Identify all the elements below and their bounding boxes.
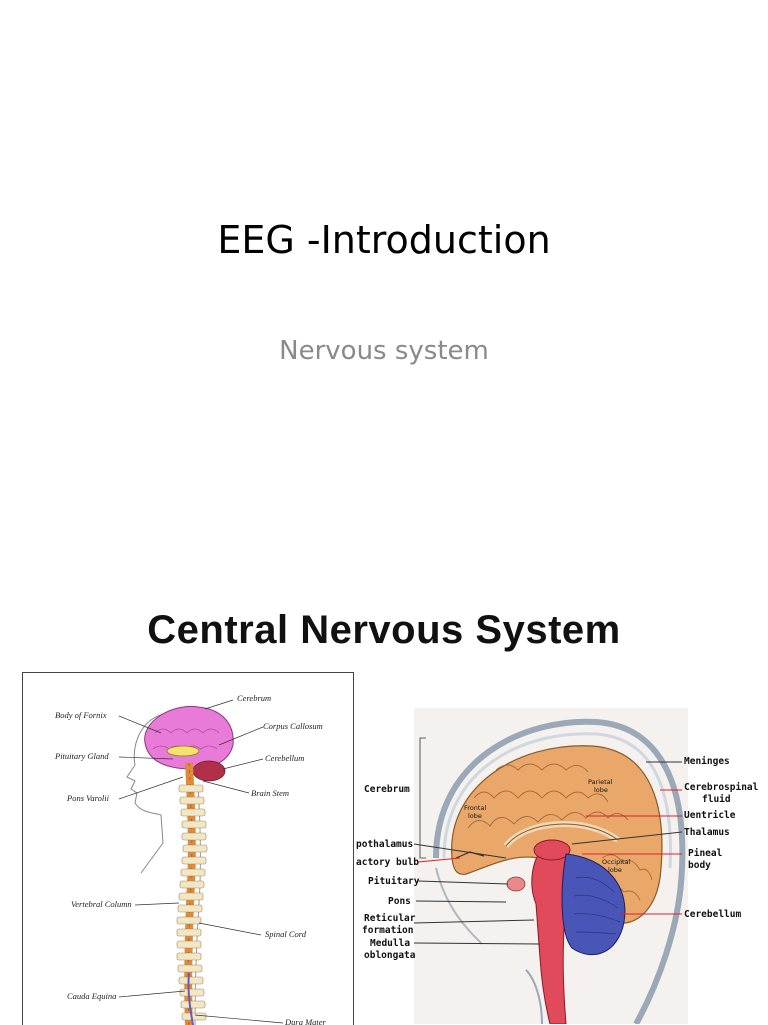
label-cerebrum-right: Cerebrum bbox=[364, 784, 410, 795]
label-corpus-callosum: Corpus Callosum bbox=[263, 721, 323, 731]
label-brain-stem: Brain Stem bbox=[251, 788, 289, 798]
pituitary-shape bbox=[506, 876, 526, 892]
head-outline bbox=[126, 712, 174, 874]
brain-section-diagram: Parietal lobe Frontal lobe Occipital lob… bbox=[356, 708, 768, 1024]
vertebrae-shapes bbox=[176, 784, 208, 1021]
label-pituitary: Pituitary bbox=[368, 876, 420, 887]
label-pineal-1: Pineal bbox=[688, 848, 723, 859]
leader-lines-right bbox=[413, 761, 683, 945]
label-frontal-2: lobe bbox=[468, 812, 482, 820]
label-parietal-1: Parietal bbox=[588, 778, 613, 786]
spinal-cord-diagram: Cerebrum Body of Fornix Corpus Callosum … bbox=[22, 672, 354, 1025]
cerebellum-shape bbox=[192, 760, 226, 782]
label-reticular-2: formation bbox=[362, 925, 413, 936]
label-occipital-2: lobe bbox=[608, 866, 622, 874]
label-body-of-fornix: Body of Fornix bbox=[55, 710, 107, 720]
label-vertebral-column: Vertebral Column bbox=[71, 899, 132, 909]
label-reticular-1: Reticular bbox=[364, 913, 416, 924]
label-pituitary-gland: Pituitary Gland bbox=[54, 751, 109, 761]
figure-heading: Central Nervous System bbox=[147, 608, 621, 652]
brain-section-illustration: Parietal lobe Frontal lobe Occipital lob… bbox=[356, 708, 759, 1024]
slide-title: EEG -Introduction bbox=[217, 218, 551, 262]
label-thalamus: Thalamus bbox=[684, 827, 730, 838]
label-pons-varolii: Pons Varolii bbox=[66, 793, 110, 803]
label-spinal-cord: Spinal Cord bbox=[265, 929, 307, 939]
label-cerebellum-left: Cerebellum bbox=[265, 753, 304, 763]
label-hypothalamus: pothalamus bbox=[356, 839, 413, 850]
label-medulla-1: Medulla bbox=[370, 938, 410, 949]
thalamus-shape bbox=[533, 839, 571, 861]
label-pons: Pons bbox=[388, 896, 411, 907]
slide-subtitle: Nervous system bbox=[279, 336, 489, 366]
label-cauda-equina: Cauda Equina bbox=[67, 991, 116, 1001]
label-meninges: Meninges bbox=[684, 756, 730, 767]
leader-lines-left bbox=[118, 699, 284, 1024]
label-cerebrospinal-1: Cerebrospinal bbox=[684, 782, 759, 793]
label-dura-mater: Dura Mater bbox=[284, 1017, 327, 1025]
skull-outline bbox=[433, 718, 686, 1024]
label-frontal-1: Frontal bbox=[464, 804, 486, 812]
label-pineal-2: body bbox=[688, 860, 711, 871]
label-cerebrum-left: Cerebrum bbox=[237, 693, 271, 703]
spinal-cord-illustration: Cerebrum Body of Fornix Corpus Callosum … bbox=[54, 693, 327, 1025]
cerebellum-shape-right bbox=[561, 853, 626, 956]
label-parietal-2: lobe bbox=[594, 786, 608, 794]
label-medulla-2: oblongata bbox=[364, 950, 416, 961]
brain-shape bbox=[144, 705, 234, 770]
label-cerebrospinal-2: fluid bbox=[702, 794, 731, 805]
label-ventricle: Uentricle bbox=[684, 810, 736, 821]
corpus-callosum-shape bbox=[166, 745, 200, 757]
label-cerebellum-right: Cerebellum bbox=[684, 909, 741, 920]
label-olfactory-bulb: actory bulb bbox=[356, 857, 419, 868]
label-occipital-1: Occipital bbox=[602, 858, 631, 866]
